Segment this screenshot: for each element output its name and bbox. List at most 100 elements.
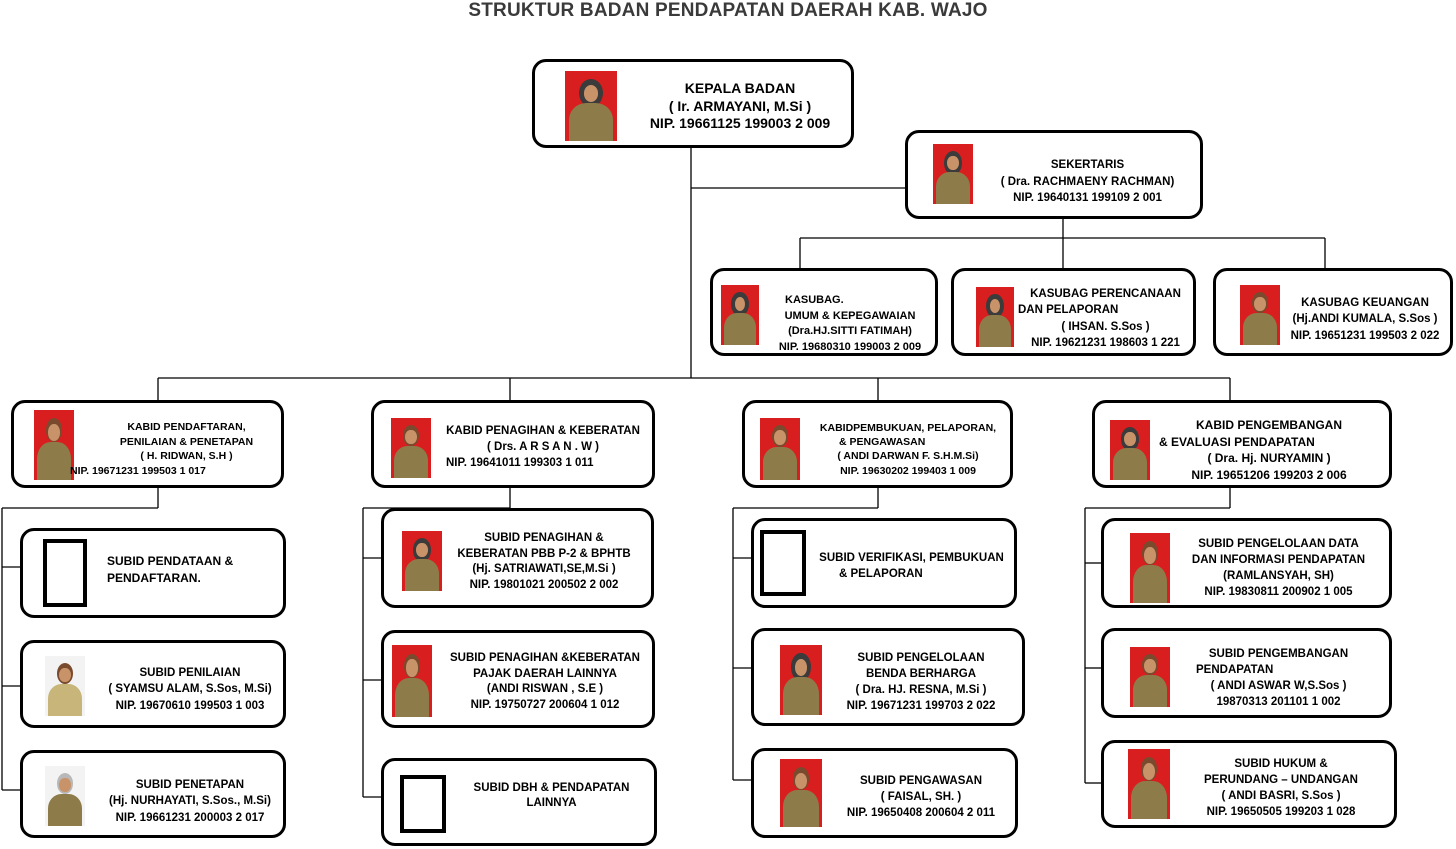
position-label: SUBID DBH & PENDAPATAN: [473, 782, 630, 794]
subid-penilaian-box: SUBID PENILAIAN ( SYAMSU ALAM, S.Sos, M.…: [20, 640, 286, 728]
kabid-pembukuan-text: KABIDPEMBUKUAN, PELAPORAN, & PENGAWASAN …: [813, 421, 1003, 478]
kasubag-perencanaan-box: KASUBAG PERENCANAAN DAN PELAPORAN ( IHSA…: [951, 268, 1196, 356]
person-name: ( Drs. A R S A N . W ): [486, 441, 600, 454]
nip-label: NIP. 19651206 199203 2 006: [1191, 467, 1347, 482]
position-label: SUBID PENGEMBANGAN: [1208, 648, 1349, 660]
position-label: KEPALA BADAN: [684, 80, 796, 96]
portrait-photo: [1128, 749, 1170, 819]
subid-hukum-box: SUBID HUKUM & PERUNDANG – UNDANGAN ( AND…: [1101, 740, 1397, 828]
subid-verifikasi-box: SUBID VERIFIKASI, PEMBUKUAN & PELAPORAN: [751, 518, 1017, 608]
nip-label: NIP. 19661231 200003 2 017: [115, 811, 265, 824]
subid-pengawasan-text: SUBID PENGAWASAN ( FAISAL, SH. ) NIP. 19…: [826, 773, 1016, 821]
empty-photo-frame: [760, 530, 806, 596]
person-name: ( SYAMSU ALAM, S.Sos, M.Si): [108, 683, 272, 696]
chart-title: STRUKTUR BADAN PENDAPATAN DAERAH KAB. WA…: [468, 0, 988, 21]
empty-photo-frame: [43, 539, 87, 607]
sekertaris-text: SEKERTARIS ( Dra. RACHMAENY RACHMAN) NIP…: [980, 157, 1195, 207]
person-name: (ANDI RISWAN , S.E ): [486, 683, 604, 696]
kasubag-umum-box: KASUBAG. UMUM & KEPEGAWAIAN (Dra.HJ.SITT…: [710, 268, 938, 356]
position-label: SUBID HUKUM &: [1234, 758, 1328, 770]
position-label-2: & PENGAWASAN: [839, 436, 926, 449]
subid-pengembangan-box: SUBID PENGEMBANGAN PENDAPATAN ( ANDI ASW…: [1101, 628, 1392, 718]
subid-benda-berharga-box: SUBID PENGELOLAAN BENDA BERHARGA ( Dra. …: [751, 628, 1025, 726]
kabid-pendaftaran-text: KABID PENDAFTARAN, PENILAIAN & PENETAPAN…: [70, 420, 279, 479]
kabid-penagihan-box: KABID PENAGIHAN & KEBERATAN ( Drs. A R S…: [371, 400, 655, 488]
position-label: SUBID PENAGIHAN &KEBERATAN: [450, 652, 640, 664]
position-label: SUBID PENDATAAN &: [107, 554, 234, 568]
portrait-photo: [34, 410, 74, 480]
portrait-photo: [565, 71, 617, 141]
nip-label: NIP. 19650505 199203 1 028: [1206, 805, 1356, 818]
person-name: ( ANDI DARWAN F. S.H.M.Si): [837, 450, 979, 463]
person-name: (Hj.ANDI KUMALA, S.Sos ): [1292, 313, 1438, 326]
subid-dbh-box: SUBID DBH & PENDAPATAN LAINNYA: [381, 758, 657, 846]
portrait-photo: [721, 285, 759, 345]
kasubag-keuangan-box: KASUBAG KEUANGAN (Hj.ANDI KUMALA, S.Sos …: [1213, 268, 1453, 356]
position-label: KASUBAG PERENCANAAN: [1030, 288, 1181, 300]
subid-penilaian-text: SUBID PENILAIAN ( SYAMSU ALAM, S.Sos, M.…: [95, 665, 285, 714]
portrait-photo: [392, 645, 432, 717]
person-name: (Dra.HJ.SITTI FATIMAH): [788, 325, 912, 338]
subid-pengelolaan-data-box: SUBID PENGELOLAAN DATA DAN INFORMASI PEN…: [1101, 518, 1392, 608]
person-name: ( ANDI ASWAR W,S.Sos ): [1210, 679, 1347, 692]
subid-dbh-text: SUBID DBH & PENDAPATAN LAINNYA: [464, 781, 639, 811]
person-name: ( IHSAN. S.Sos ): [1061, 320, 1150, 333]
sekertaris-box: SEKERTARIS ( Dra. RACHMAENY RACHMAN) NIP…: [905, 130, 1203, 219]
subid-pengembangan-text: SUBID PENGEMBANGAN PENDAPATAN ( ANDI ASW…: [1176, 647, 1381, 710]
position-label-2: PENDAFTARAN.: [107, 570, 201, 585]
position-label-2: LAINNYA: [526, 796, 577, 809]
kasubag-umum-text: KASUBAG. UMUM & KEPEGAWAIAN (Dra.HJ.SITT…: [765, 293, 935, 355]
person-name: (RAMLANSYAH, SH): [1223, 569, 1334, 582]
kabid-pembukuan-box: KABIDPEMBUKUAN, PELAPORAN, & PENGAWASAN …: [742, 400, 1013, 488]
portrait-photo: [391, 418, 431, 478]
person-name: ( ANDI BASRI, S.Sos ): [1221, 789, 1341, 802]
position-label: KABIDPEMBUKUAN, PELAPORAN,: [819, 422, 997, 434]
nip-label: 19870313 201101 1 002: [1216, 695, 1341, 708]
position-label: KABID PENGEMBANGAN: [1195, 418, 1342, 432]
person-name: (Hj. NURHAYATI, S.Sos., M.Si): [109, 795, 271, 808]
subid-penagihan-pbb-box: SUBID PENAGIHAN & KEBERATAN PBB P-2 & BP…: [381, 508, 654, 608]
subid-pengawasan-box: SUBID PENGAWASAN ( FAISAL, SH. ) NIP. 19…: [751, 748, 1018, 838]
nip-label: NIP. 19651231 199503 2 022: [1290, 329, 1440, 342]
nip-label: NIP. 19650408 200604 2 011: [846, 807, 996, 820]
person-name: ( FAISAL, SH. ): [880, 791, 962, 804]
kepala-badan-box: KEPALA BADAN ( Ir. ARMAYANI, M.Si ) NIP.…: [532, 59, 854, 148]
subid-penetapan-box: SUBID PENETAPAN (Hj. NURHAYATI, S.Sos., …: [20, 750, 286, 838]
kepala-text: KEPALA BADAN ( Ir. ARMAYANI, M.Si ) NIP.…: [635, 80, 845, 133]
subid-pendataan-text: SUBID PENDATAAN & PENDAFTARAN.: [107, 553, 277, 587]
person-name: ( H. RIDWAN, S.H ): [140, 450, 233, 463]
portrait-photo: [933, 144, 973, 204]
position-label: KABID PENAGIHAN & KEBERATAN: [446, 425, 640, 437]
position-label: KABID PENDAFTARAN,: [127, 421, 246, 433]
nip-label: NIP. 19621231 198603 1 221: [1031, 336, 1180, 349]
nip-label: NIP. 19671231 199503 1 017: [70, 465, 206, 478]
subid-verifikasi-text: SUBID VERIFIKASI, PEMBUKUAN & PELAPORAN: [809, 551, 1014, 582]
portrait-photo: [1240, 285, 1280, 345]
portrait-photo: [45, 766, 85, 826]
position-label: SUBID PENETAPAN: [135, 779, 245, 791]
nip-label: NIP. 19630202 199403 1 009: [840, 464, 976, 477]
kasubag-perencanaan-text: KASUBAG PERENCANAAN DAN PELAPORAN ( IHSA…: [1018, 286, 1193, 351]
position-label-2: & PELAPORAN: [839, 567, 923, 580]
position-label-2: UMUM & KEPEGAWAIAN: [784, 309, 916, 322]
nip-label: NIP. 19670610 199503 1 003: [115, 699, 265, 712]
position-label: SUBID PENGAWASAN: [859, 775, 983, 787]
position-label-2: DAN INFORMASI PENDAPATAN: [1191, 553, 1366, 566]
nip-label: NIP. 19750727 200604 1 012: [470, 698, 620, 711]
position-label: SUBID PENILAIAN: [139, 667, 241, 679]
person-name: ( Dra. Hj. NURYAMIN ): [1207, 451, 1331, 466]
subid-benda-berharga-text: SUBID PENGELOLAAN BENDA BERHARGA ( Dra. …: [826, 651, 1016, 714]
person-name: (Hj. SATRIAWATI,SE,M.Si ): [472, 563, 616, 576]
kabid-penagihan-text: KABID PENAGIHAN & KEBERATAN ( Drs. A R S…: [438, 423, 648, 471]
position-label-2: & EVALUASI PENDAPATAN: [1159, 434, 1315, 449]
subid-pengelolaan-data-text: SUBID PENGELOLAAN DATA DAN INFORMASI PEN…: [1176, 537, 1381, 600]
portrait-photo: [1130, 533, 1170, 603]
portrait-photo: [1130, 647, 1170, 707]
person-name: ( Dra. RACHMAENY RACHMAN): [1000, 175, 1175, 188]
nip-label: NIP. 19680310 199003 2 009: [778, 340, 922, 353]
subid-penagihan-pbb-text: SUBID PENAGIHAN & KEBERATAN PBB P-2 & BP…: [444, 531, 644, 593]
portrait-photo: [780, 645, 822, 715]
portrait-photo: [402, 531, 442, 591]
nip-label: NIP. 19801021 200502 2 002: [469, 578, 619, 591]
